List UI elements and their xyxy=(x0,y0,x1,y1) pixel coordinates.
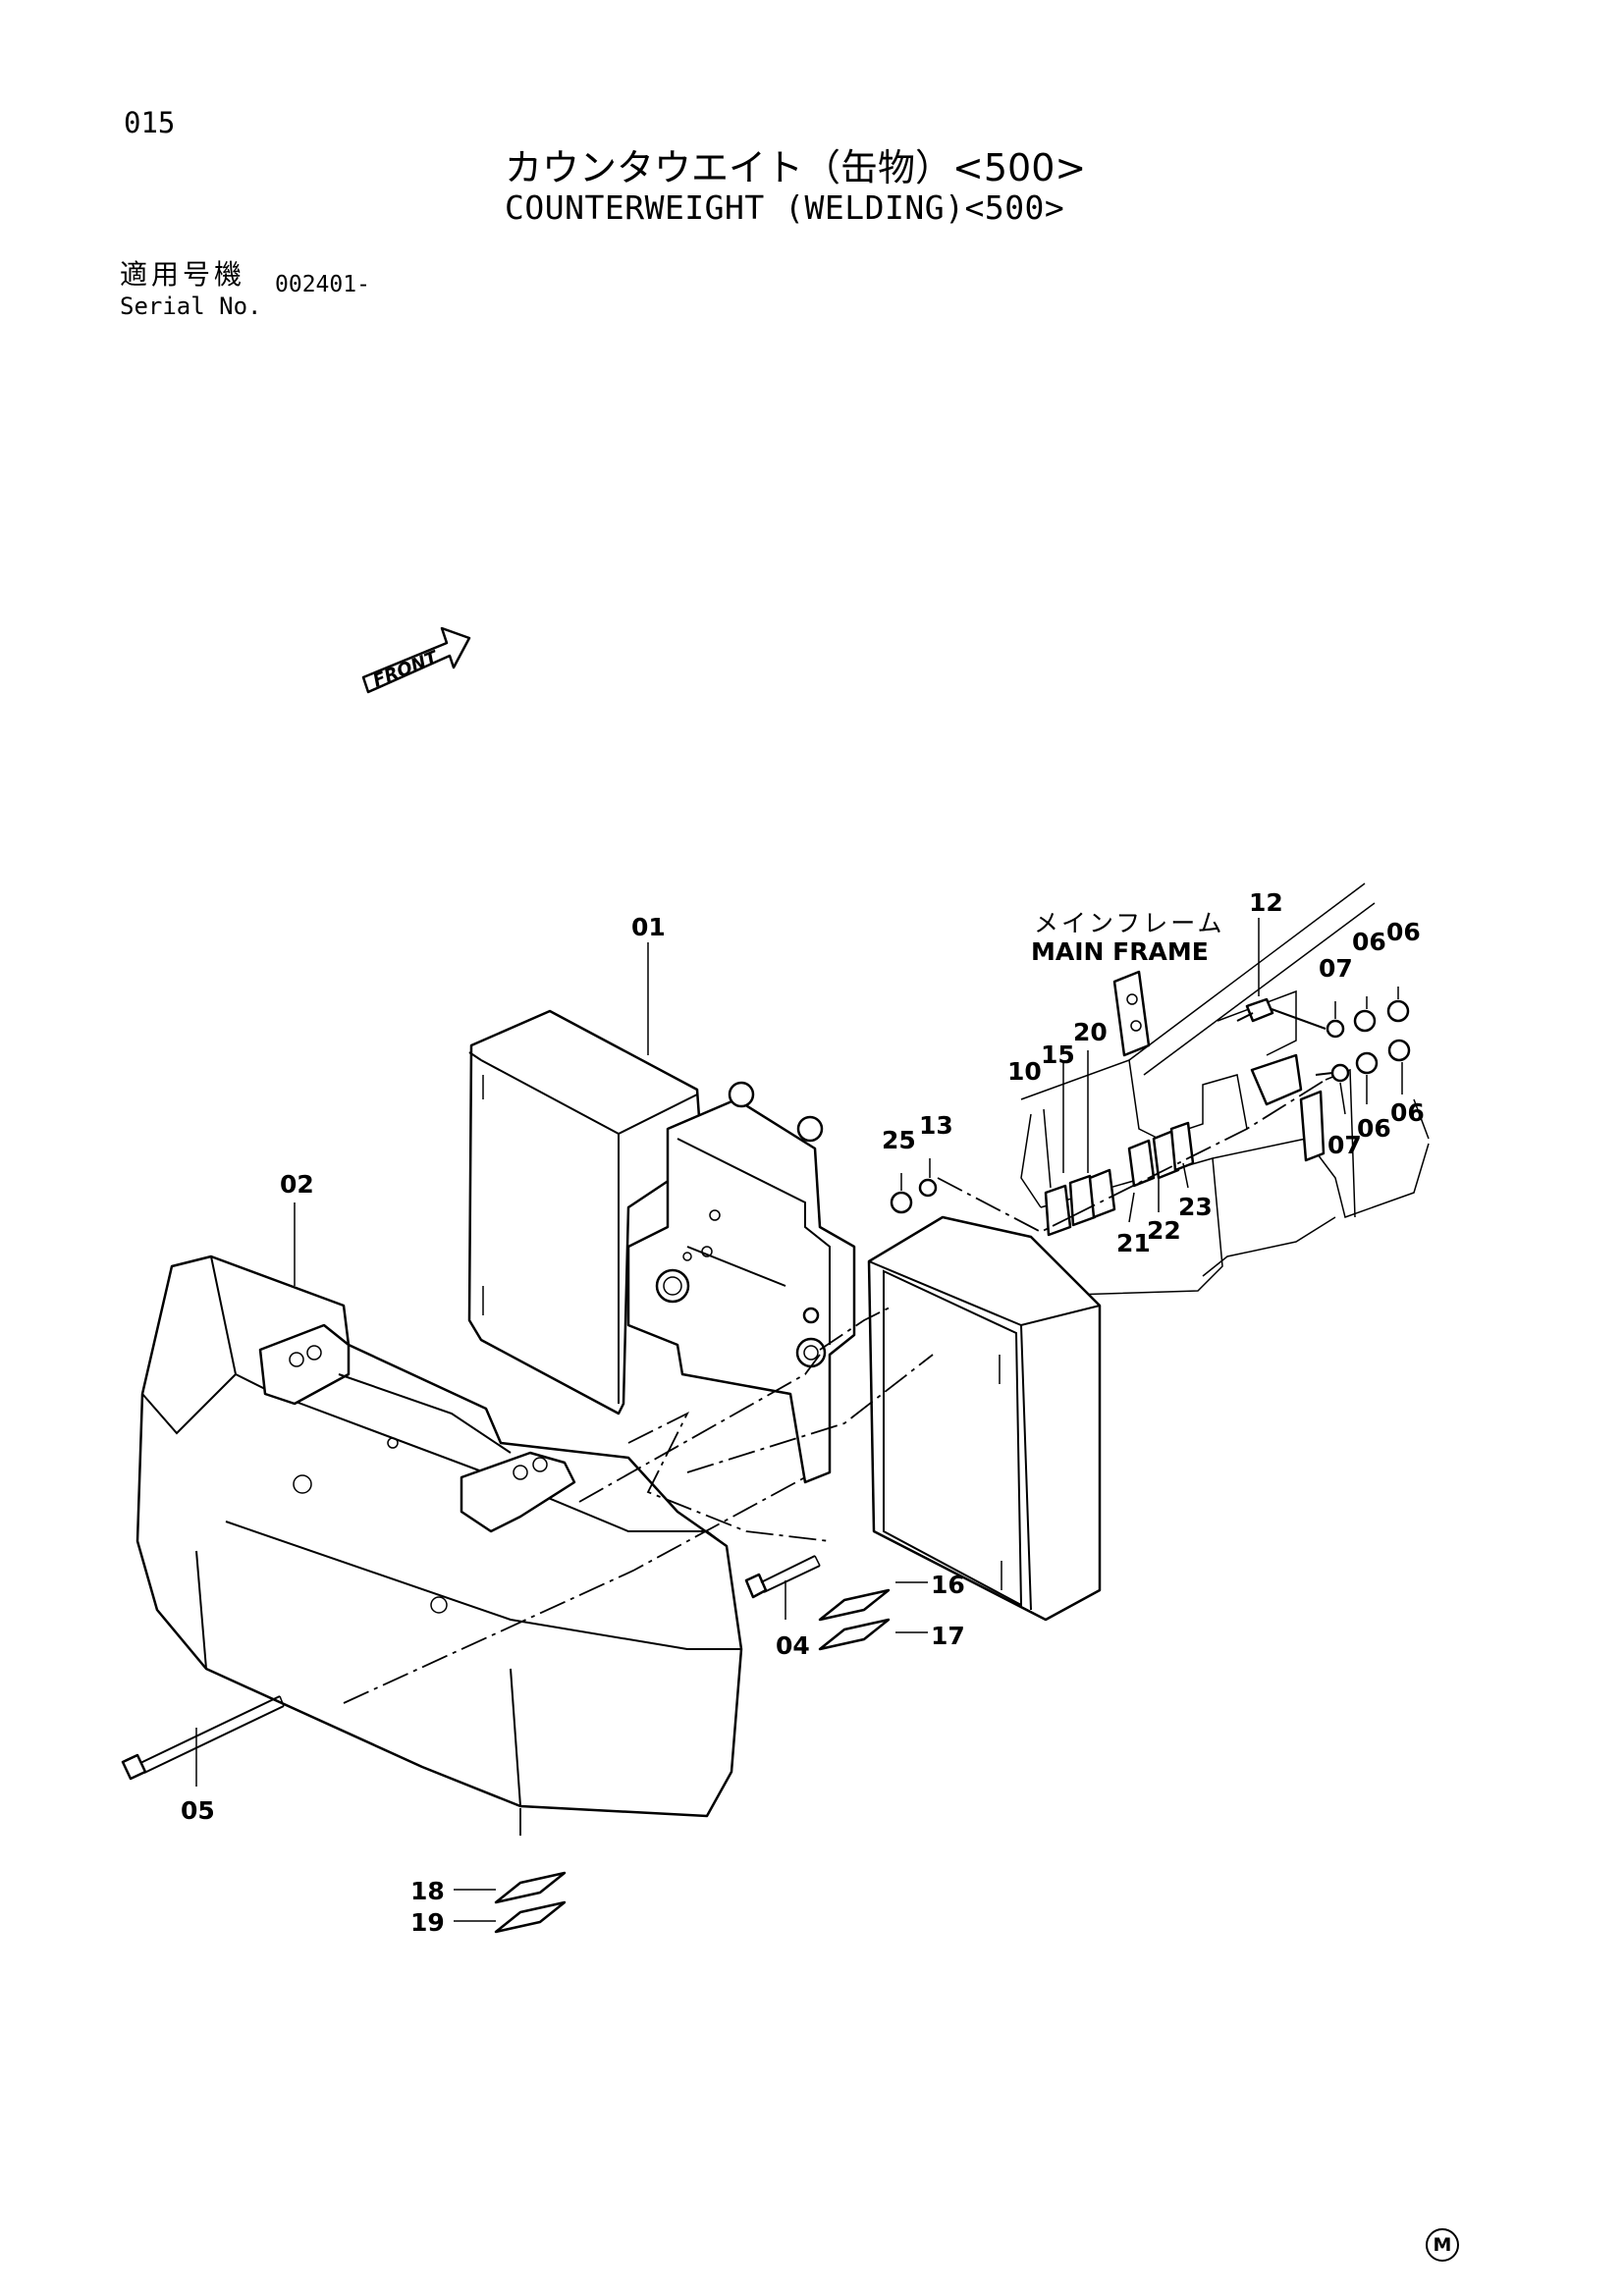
serial-label-japanese: 適用号機 xyxy=(120,258,246,291)
label-07-top: 07 xyxy=(1319,954,1353,983)
label-04: 04 xyxy=(776,1631,810,1660)
shims xyxy=(494,1588,891,1934)
label-07-bottom: 07 xyxy=(1327,1131,1362,1159)
label-16: 16 xyxy=(931,1571,965,1599)
label-06-bottom-b: 06 xyxy=(1390,1098,1425,1127)
label-13: 13 xyxy=(919,1111,953,1140)
title-japanese: カウンタウエイト（缶物）<500> xyxy=(505,146,1087,189)
label-15: 15 xyxy=(1041,1041,1075,1069)
label-06-top-a: 06 xyxy=(1352,928,1386,956)
label-21: 21 xyxy=(1116,1229,1151,1257)
manufacturer-logo: M xyxy=(1426,2228,1459,2262)
label-23: 23 xyxy=(1178,1193,1213,1221)
serial-number-value: 002401- xyxy=(275,272,370,297)
serial-label-english: Serial No. xyxy=(120,293,262,320)
label-05: 05 xyxy=(181,1796,215,1825)
page-number: 015 xyxy=(124,106,176,139)
bolt-04 xyxy=(744,1555,821,1599)
bolt-05 xyxy=(121,1695,285,1781)
label-06-bottom-a: 06 xyxy=(1357,1114,1391,1143)
part-labels: 01 02 04 05 06 06 06 06 07 07 10 12 13 1… xyxy=(181,888,1425,1937)
nut-25-washer-13 xyxy=(890,1178,938,1214)
front-arrow-icon: FRONT xyxy=(361,626,471,694)
counterweight-rear-box xyxy=(467,1009,856,1484)
label-17: 17 xyxy=(931,1622,965,1650)
label-10: 10 xyxy=(1007,1057,1042,1086)
label-18: 18 xyxy=(410,1877,445,1905)
label-01: 01 xyxy=(631,913,666,941)
main-frame-fasteners xyxy=(1236,997,1411,1083)
front-arrow-label: FRONT xyxy=(370,647,442,692)
label-06-top-b: 06 xyxy=(1386,918,1421,946)
main-frame-label-japanese: メインフレーム xyxy=(1034,909,1225,937)
leader-lines xyxy=(195,918,1403,1922)
label-19: 19 xyxy=(410,1908,445,1937)
counterweight-side-box xyxy=(867,1215,1102,1622)
label-12: 12 xyxy=(1249,888,1283,917)
label-02: 02 xyxy=(280,1170,314,1199)
label-25: 25 xyxy=(882,1126,916,1154)
assembly-centerlines xyxy=(343,1079,1326,1836)
title-english: COUNTERWEIGHT (WELDING)<500> xyxy=(505,188,1065,227)
label-20: 20 xyxy=(1073,1018,1108,1046)
main-frame-label-english: MAIN FRAME xyxy=(1031,937,1209,966)
mounting-brackets xyxy=(1044,970,1326,1237)
label-22: 22 xyxy=(1147,1216,1181,1245)
counterweight-main-body xyxy=(135,1255,743,1818)
